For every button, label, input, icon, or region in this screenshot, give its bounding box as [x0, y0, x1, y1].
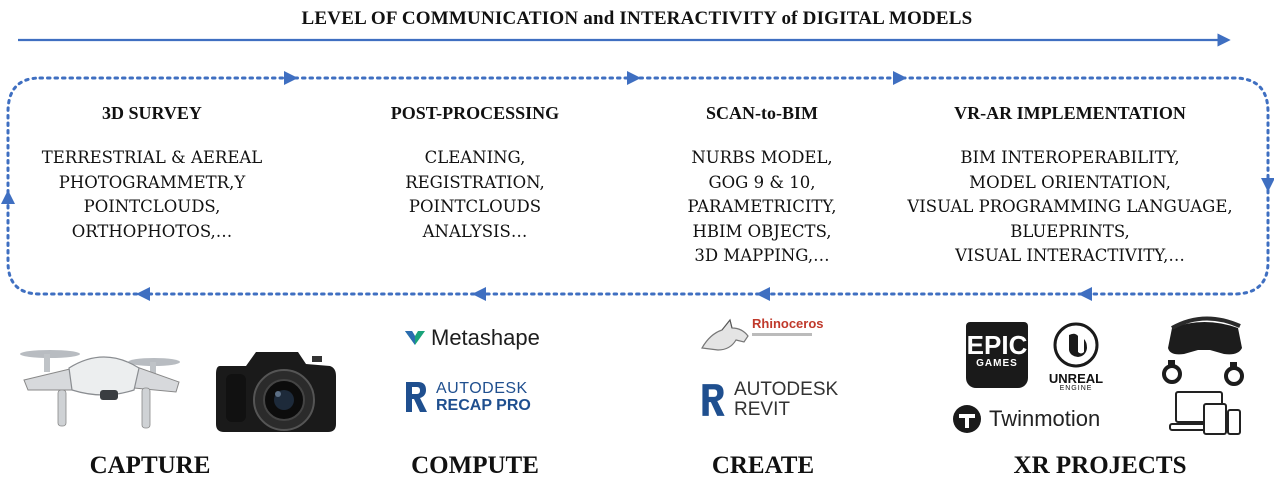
cycle-arrowhead: [627, 71, 641, 85]
label-compute: COMPUTE: [411, 452, 539, 479]
metashape-icon: [405, 331, 425, 345]
cycle-arrowhead: [1261, 178, 1274, 192]
stage-item: ORTHOPHOTOS,…: [71, 221, 233, 241]
epic-line2: GAMES: [976, 358, 1018, 369]
unreal-engine-logo: UNREAL ENGINE: [1040, 322, 1112, 392]
stage-item: MODEL ORIENTATION,: [969, 172, 1171, 192]
twinmotion-logo: Twinmotion: [952, 404, 1100, 434]
autodesk-r-icon: [406, 382, 427, 412]
recap-pro-logo: AUTODESK RECAP PRO: [404, 380, 531, 414]
stage-items: BIM INTEROPERABILITY, MODEL ORIENTATION,…: [880, 146, 1260, 269]
diagram-title: LEVEL OF COMMUNICATION and INTERACTIVITY…: [301, 8, 973, 29]
cycle-arrowhead: [1078, 287, 1092, 301]
cycle-arrowhead: [893, 71, 907, 85]
revit-brand: AUTODESK: [734, 379, 839, 400]
cycle-arrowhead: [472, 287, 486, 301]
stage-item: PHOTOGRAMMETR,Y: [58, 172, 246, 192]
stage-item: CLEANING,: [424, 148, 526, 167]
devices-icon: [1169, 391, 1241, 435]
stage-item: GOG 9 & 10,: [708, 172, 816, 192]
recap-brand: AUTODESK: [436, 380, 528, 397]
metashape-logo: Metashape: [404, 325, 540, 351]
stage-item: POINTCLOUDS,: [83, 197, 221, 216]
cycle-arrowhead: [1, 190, 15, 204]
unreal-line1: UNREAL: [1048, 371, 1104, 386]
cycle-arrowhead: [136, 287, 150, 301]
cycle-arrowhead: [284, 71, 298, 85]
stage-item: PARAMETRICITY,: [687, 197, 837, 216]
label-capture: CAPTURE: [89, 452, 211, 479]
stage-items: CLEANING, REGISTRATION, POINTCLOUDS ANAL…: [344, 146, 606, 244]
unreal-icon: [1053, 322, 1099, 368]
twinmotion-icon: [953, 405, 981, 433]
stage-scan-to-bim: SCAN-to-BIM NURBS MODEL, GOG 9 & 10, PAR…: [644, 103, 880, 269]
stage-title: VR-AR IMPLEMENTATION: [954, 103, 1186, 123]
stage-item: 3D MAPPING,…: [694, 246, 830, 265]
stage-item: VISUAL INTERACTIVITY,…: [955, 246, 1185, 265]
stage-3d-survey: 3D SURVEY TERRESTRIAL & AEREAL PHOTOGRAM…: [20, 103, 284, 244]
twinmotion-name: Twinmotion: [989, 406, 1101, 431]
autodesk-r-icon: [702, 384, 725, 416]
epic-games-logo: EPIC GAMES: [966, 322, 1028, 388]
stage-items: TERRESTRIAL & AEREAL PHOTOGRAMMETR,Y POI…: [20, 146, 284, 244]
rhino-icon: [701, 318, 749, 351]
stage-post-processing: POST-PROCESSING CLEANING, REGISTRATION, …: [344, 103, 606, 244]
stage-item: VISUAL PROGRAMMING LANGUAGE,: [907, 197, 1233, 216]
stage-title: 3D SURVEY: [102, 103, 202, 123]
stage-item: ANALYSIS…: [422, 221, 528, 241]
epic-line1: EPIC: [966, 330, 1028, 360]
rhino-name: Rhinoceros: [752, 316, 824, 331]
stage-item: NURBS MODEL,: [691, 148, 833, 167]
stage-title: SCAN-to-BIM: [706, 103, 818, 123]
stage-item: BIM INTEROPERABILITY,: [960, 148, 1180, 167]
stage-item: POINTCLOUDS: [408, 197, 542, 216]
stage-item: BLUEPRINTS,: [1010, 221, 1130, 241]
vr-headset-icon: [1162, 316, 1244, 386]
stage-item: HBIM OBJECTS,: [692, 221, 832, 241]
stage-vr-ar-implementation: VR-AR IMPLEMENTATION BIM INTEROPERABILIT…: [880, 103, 1260, 269]
recap-product: RECAP PRO: [436, 397, 531, 414]
unreal-line2: ENGINE: [1059, 385, 1093, 392]
rhinoceros-logo: Rhinoceros: [700, 314, 824, 354]
stage-item: REGISTRATION,: [405, 172, 545, 192]
drone-icon: [20, 350, 180, 429]
stage-title: POST-PROCESSING: [390, 103, 560, 123]
cycle-loop: [6, 76, 1270, 296]
label-create: CREATE: [711, 452, 815, 479]
revit-logo: AUTODESK REVIT: [700, 380, 838, 420]
cycle-arrowhead: [756, 287, 770, 301]
stage-items: NURBS MODEL, GOG 9 & 10, PARAMETRICITY, …: [644, 146, 880, 269]
revit-product: REVIT: [734, 399, 790, 420]
label-xr-projects: XR PROJECTS: [1013, 452, 1187, 479]
stage-item: TERRESTRIAL & AEREAL: [41, 148, 263, 167]
camera-icon: [216, 352, 336, 432]
metashape-name: Metashape: [431, 325, 540, 350]
